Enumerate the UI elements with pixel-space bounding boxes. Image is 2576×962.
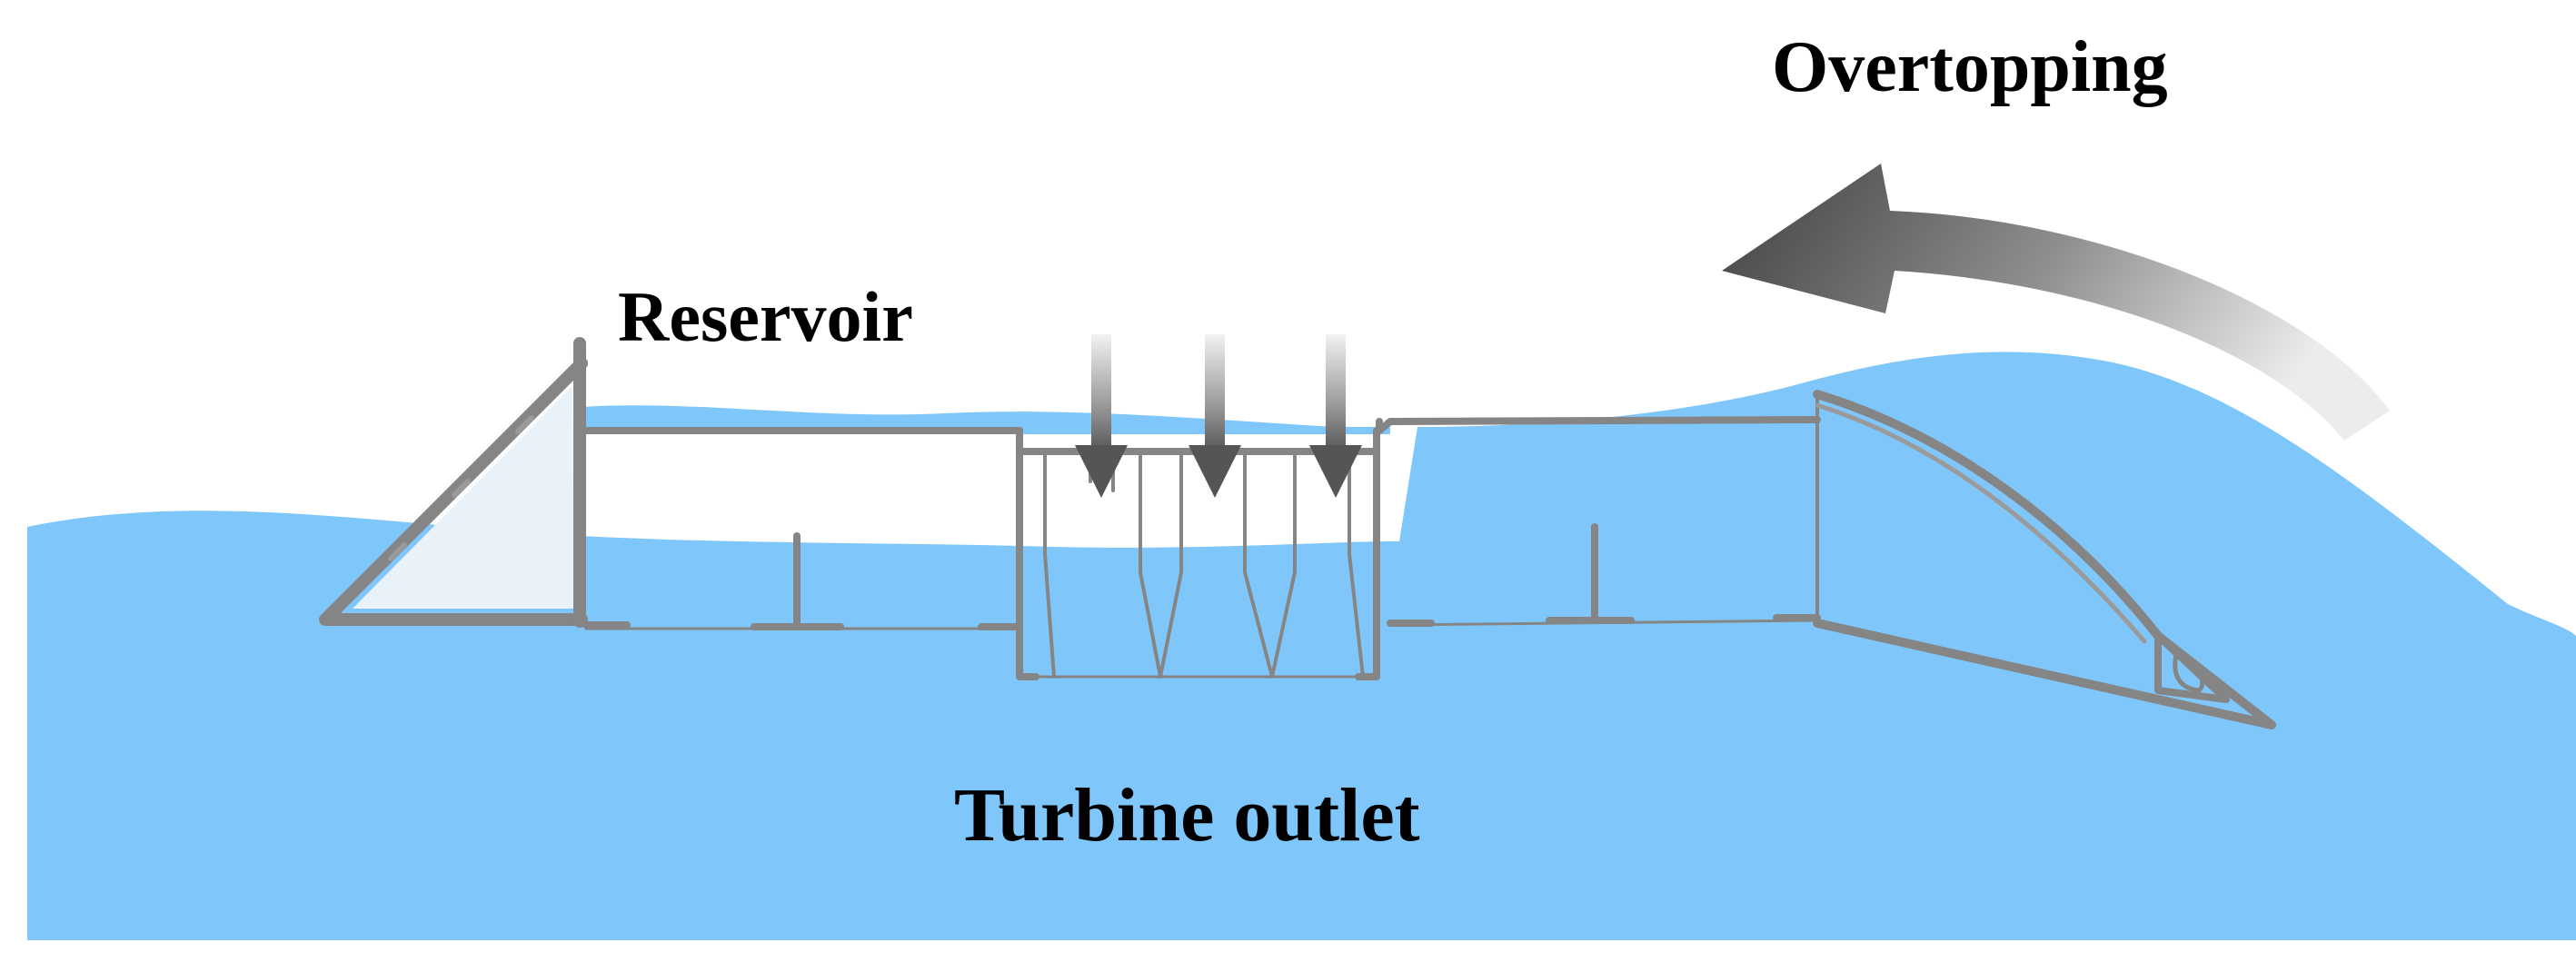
reservoir-label: Reservoir (618, 277, 913, 356)
turbine-outlet-label: Turbine outlet (954, 773, 1420, 858)
right-floor-support (1387, 523, 1821, 627)
inflow-arrows (1075, 334, 1362, 498)
down-arrow-icon (1309, 334, 1362, 498)
left-ramp (319, 357, 588, 626)
down-arrow-icon (1075, 334, 1128, 498)
curved-arrow-left-icon (1722, 164, 2390, 441)
overtopping-ramp (1813, 390, 2276, 729)
right-reservoir-top (1376, 416, 1821, 434)
down-arrow-icon (1189, 334, 1241, 498)
ramp-nose-inner (2173, 651, 2205, 693)
left-floor-support (582, 532, 1023, 630)
left-slope-hatch (388, 415, 534, 561)
left-ramp-fill (353, 386, 574, 609)
ramp-inner (1815, 402, 2147, 644)
overtopping-label: Overtopping (1772, 27, 2168, 107)
sea-water (27, 352, 2576, 940)
